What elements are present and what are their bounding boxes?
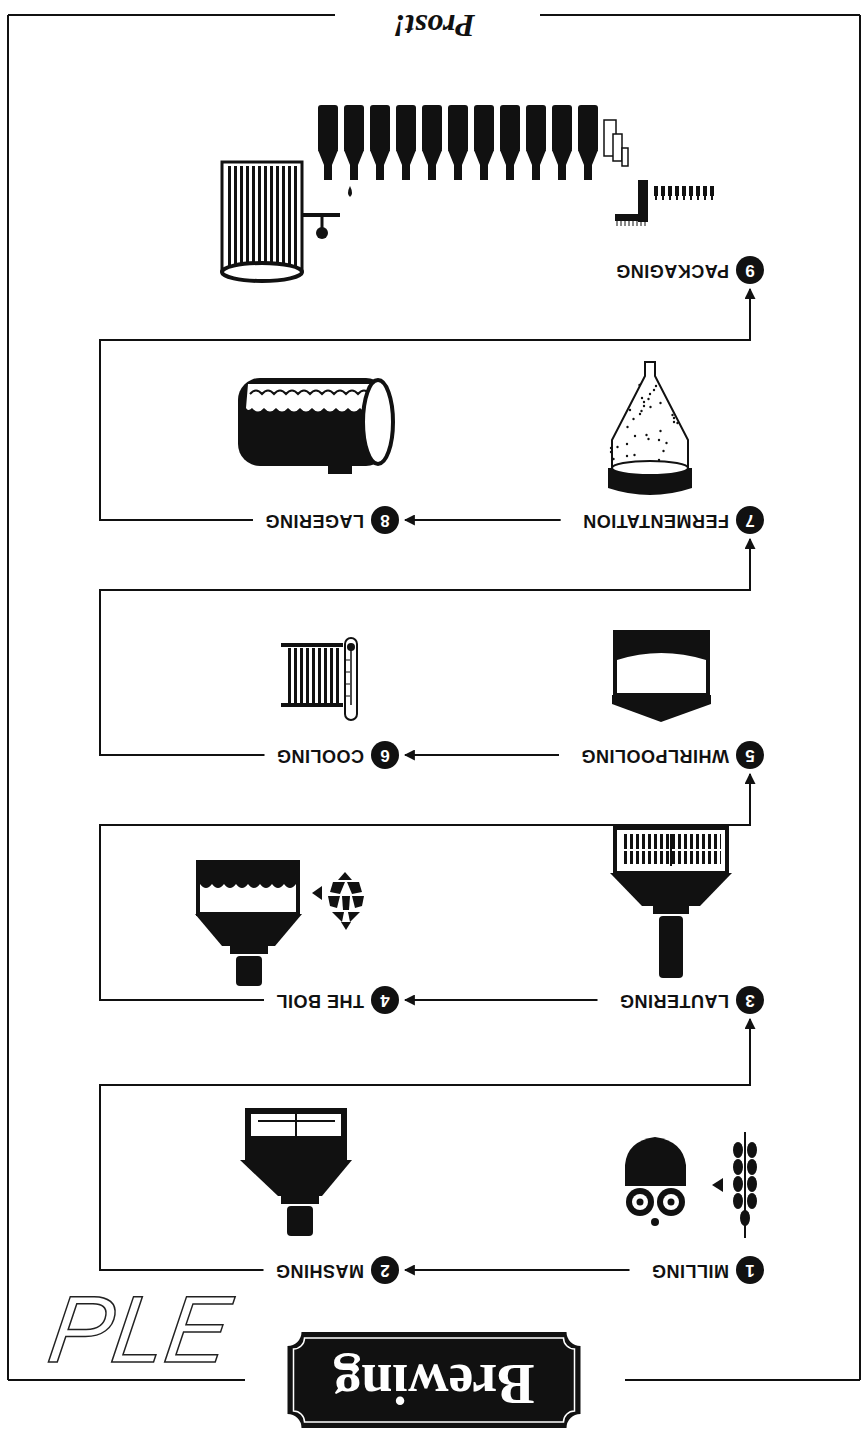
flow-arrow — [405, 999, 598, 1001]
step-name: FERMENTATION — [583, 510, 729, 530]
step-label: 1 MILLING — [652, 1256, 765, 1284]
step-number: 3 — [736, 986, 764, 1014]
step-label: 7 FERMENTATION — [583, 506, 764, 534]
step-label: 5 WHIRLPOOLING — [581, 741, 764, 769]
whirlpool-icon — [612, 632, 711, 722]
flow-arrow — [100, 1019, 750, 1270]
step-name: LAUTERING — [620, 990, 730, 1010]
step-label: 8 LAGERING — [265, 506, 399, 534]
mash-tun-icon — [240, 1108, 352, 1236]
step-name: LAGERING — [265, 510, 364, 530]
step-number: 2 — [371, 1256, 399, 1284]
flow-arrow — [100, 539, 750, 755]
step-number: 5 — [736, 741, 764, 769]
fermenter-icon — [608, 362, 692, 495]
frame-line — [8, 15, 860, 1380]
packaging-icon — [222, 105, 714, 281]
step-label: 3 LAUTERING — [620, 986, 765, 1014]
title-tag-border — [294, 1338, 575, 1422]
flow-arrow — [100, 774, 750, 1000]
step-number: 7 — [736, 506, 764, 534]
title: Brewing — [333, 1352, 534, 1414]
step-number: 1 — [736, 1256, 764, 1284]
step-label: 2 MASHING — [276, 1256, 400, 1284]
cooler-icon — [281, 638, 357, 720]
step-name: MILLING — [652, 1260, 730, 1280]
flow-arrow — [405, 1269, 630, 1271]
flow-arrow — [405, 519, 561, 521]
step-name: COOLING — [277, 745, 365, 765]
step-label: 6 COOLING — [277, 741, 400, 769]
flow-arrow — [405, 754, 559, 756]
watermark: PLE — [43, 1282, 236, 1377]
step-name: PACKAGING — [616, 260, 729, 280]
step-number: 6 — [371, 741, 399, 769]
title-tag-shape — [288, 1332, 581, 1428]
closing-toast: Prost! — [387, 7, 481, 42]
step-name: WHIRLPOOLING — [581, 745, 729, 765]
step-number: 4 — [371, 986, 399, 1014]
lager-tank-icon — [238, 378, 393, 474]
step-name: MASHING — [276, 1260, 365, 1280]
mill-icon — [625, 1132, 757, 1238]
flow-arrow — [100, 289, 750, 520]
step-label: 9 PACKAGING — [616, 256, 764, 284]
boil-kettle-icon — [195, 862, 364, 986]
step-number: 8 — [371, 506, 399, 534]
step-name: THE BOIL — [276, 990, 364, 1010]
step-number: 9 — [736, 256, 764, 284]
step-label: 4 THE BOIL — [276, 986, 399, 1014]
lauter-tun-icon — [610, 828, 732, 978]
